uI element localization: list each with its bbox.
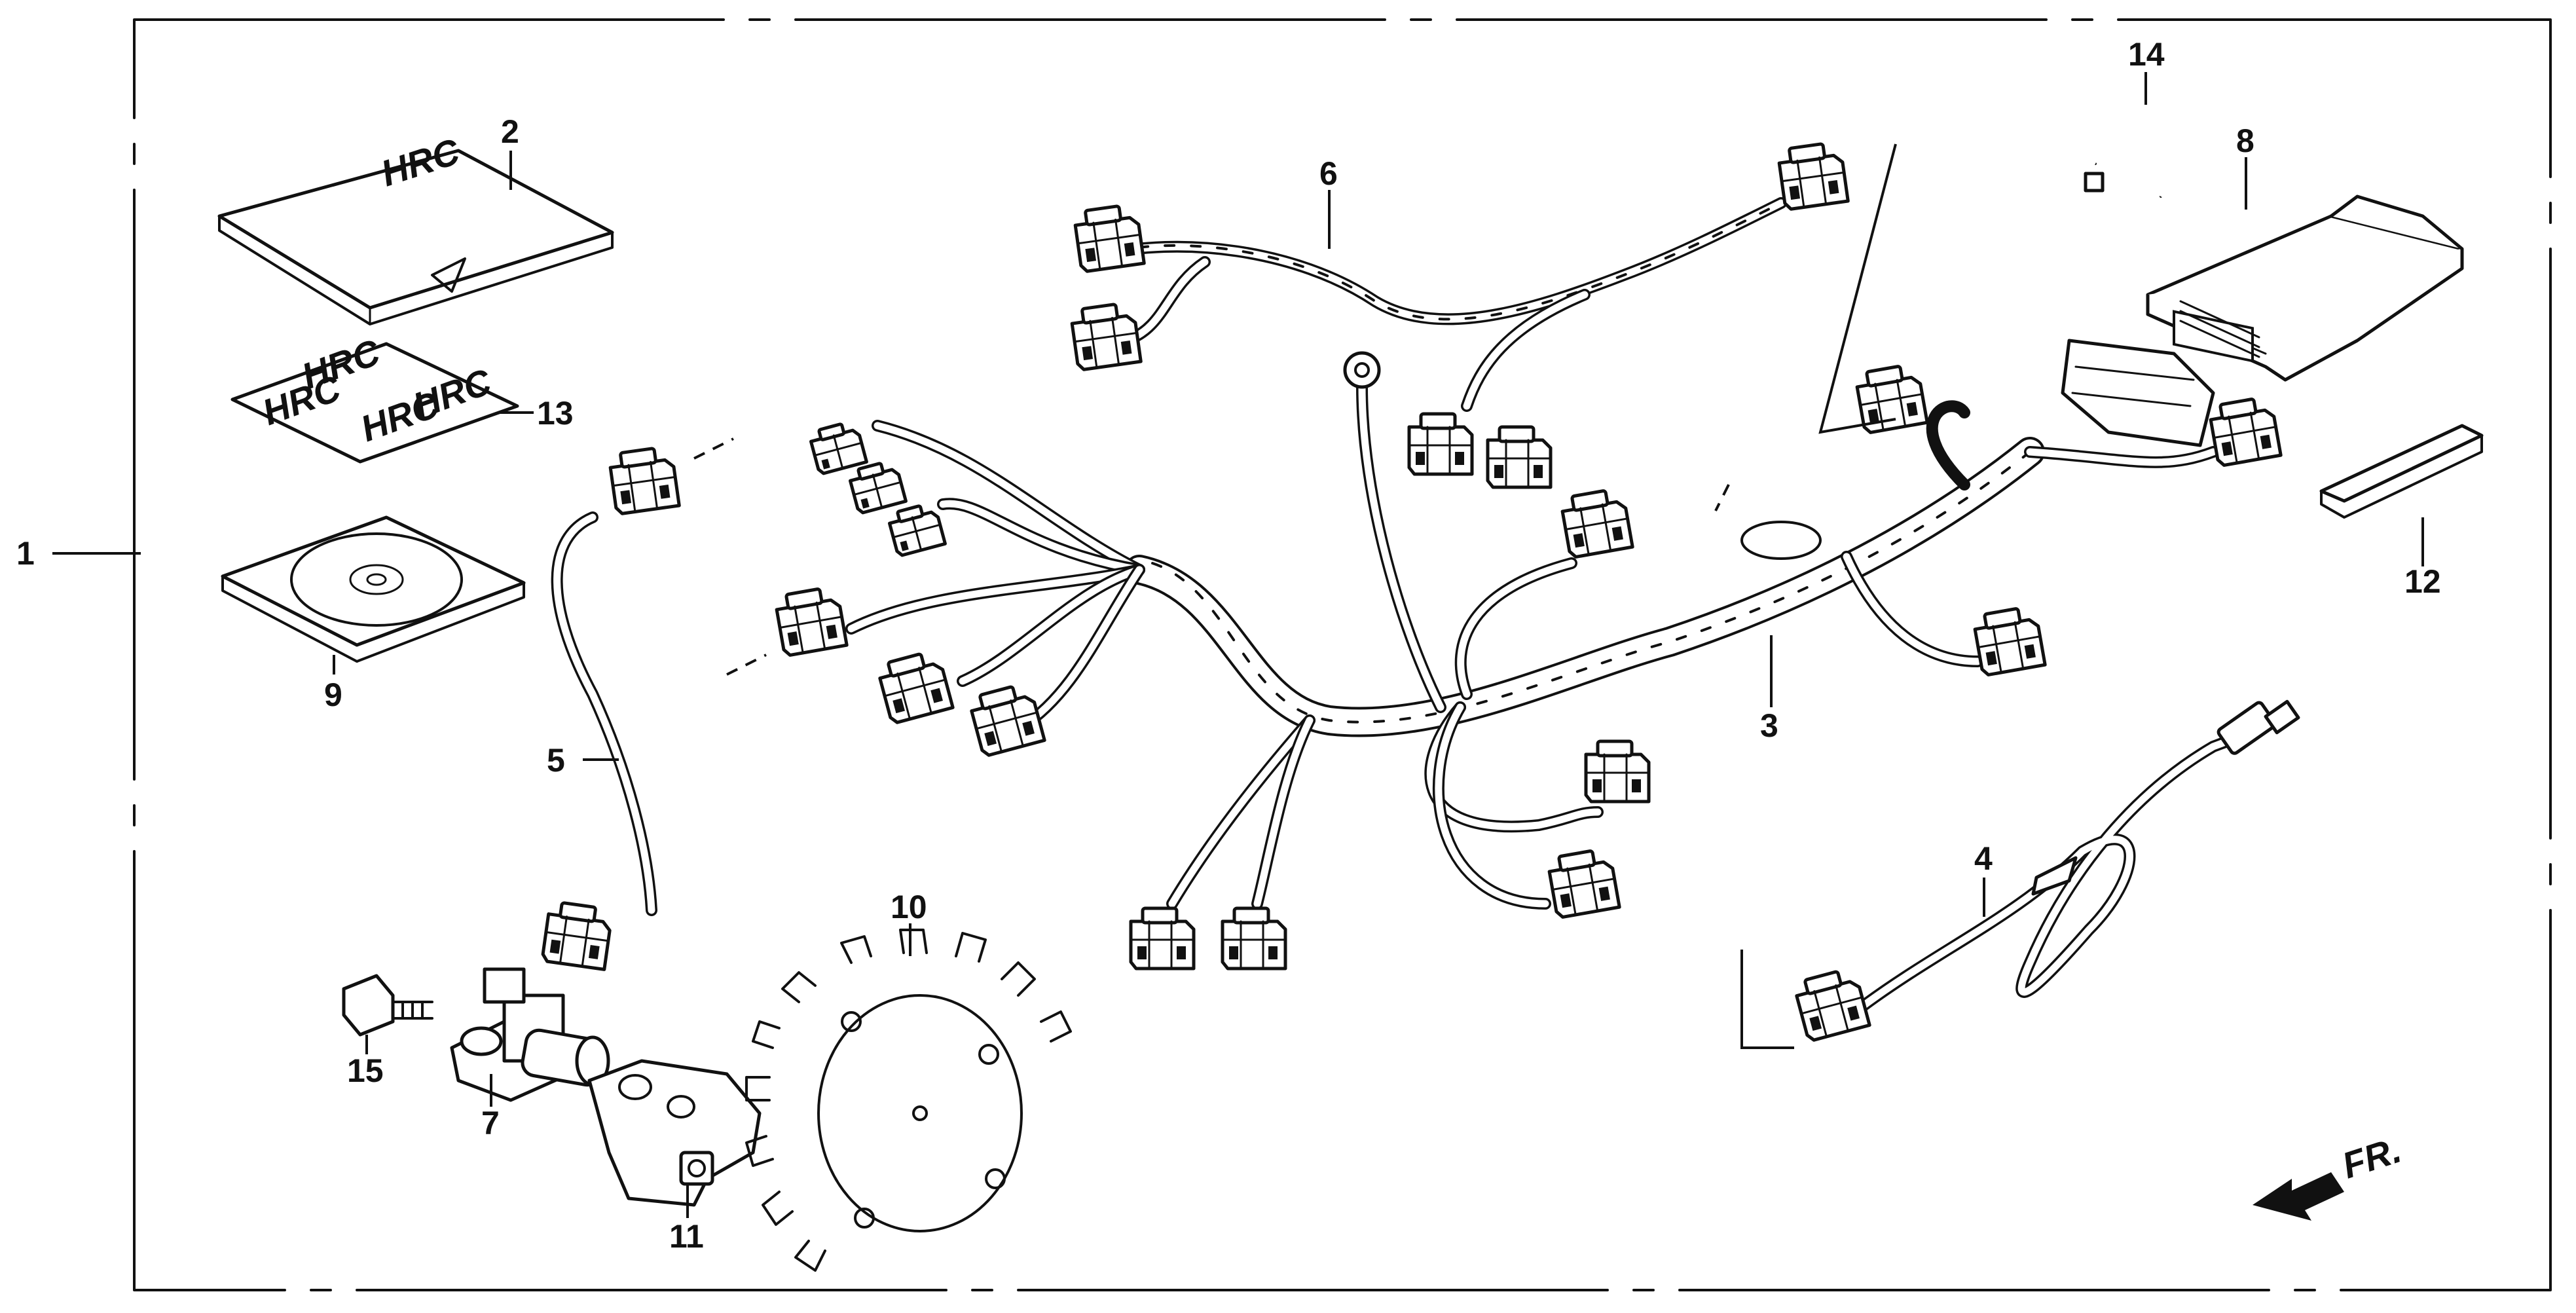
- callout-13: 13: [537, 395, 574, 432]
- front-arrow-icon: [2253, 1172, 2344, 1221]
- ecu-unit-icon: [2146, 194, 2464, 382]
- callout-15: 15: [347, 1052, 384, 1089]
- c-clip-icon: [2057, 105, 2176, 198]
- callout-8: 8: [2236, 122, 2254, 159]
- cd-rom-icon: [221, 515, 526, 663]
- usb-cable-icon: [1794, 699, 2300, 1042]
- callout-5: 5: [547, 742, 565, 779]
- callout-3: 3: [1760, 707, 1778, 744]
- callout-9: 9: [324, 676, 342, 713]
- callout-leaders: [52, 72, 2424, 1218]
- manual-book-icon: HRC: [217, 130, 614, 325]
- front-direction-indicator: FR.: [2253, 1129, 2406, 1221]
- callout-1: 1: [16, 535, 35, 572]
- callout-2: 2: [501, 113, 519, 150]
- callout-6: 6: [1319, 155, 1338, 192]
- main-wire-harness: [775, 339, 2281, 969]
- callout-7: 7: [481, 1105, 500, 1141]
- callout-14: 14: [2128, 36, 2165, 73]
- front-direction-label: FR.: [2337, 1129, 2406, 1187]
- pad-icon: [2319, 424, 2484, 519]
- kit-frame: [133, 18, 2552, 1291]
- callout-4: 4: [1974, 840, 1993, 877]
- callout-11: 11: [669, 1218, 704, 1255]
- sub-wire-harness: [1070, 141, 1848, 487]
- flange-bolt-icon: [342, 974, 433, 1037]
- crank-sensor-icon: [450, 967, 610, 1102]
- bracket-icon: [587, 1059, 762, 1207]
- assembly-leaders: [1714, 143, 1897, 1049]
- callout-numbers: 1 2 3 4 5 6 7 8 9 10 11 12 13 14 15: [16, 36, 2441, 1255]
- callout-12: 12: [2404, 563, 2441, 600]
- sensor-lead-harness: [542, 437, 767, 969]
- callout-10: 10: [891, 889, 927, 925]
- hrc-sticker-sheet-icon: HRC HRC HRC HRC: [230, 331, 519, 464]
- trigger-rotor-icon: [745, 929, 1072, 1273]
